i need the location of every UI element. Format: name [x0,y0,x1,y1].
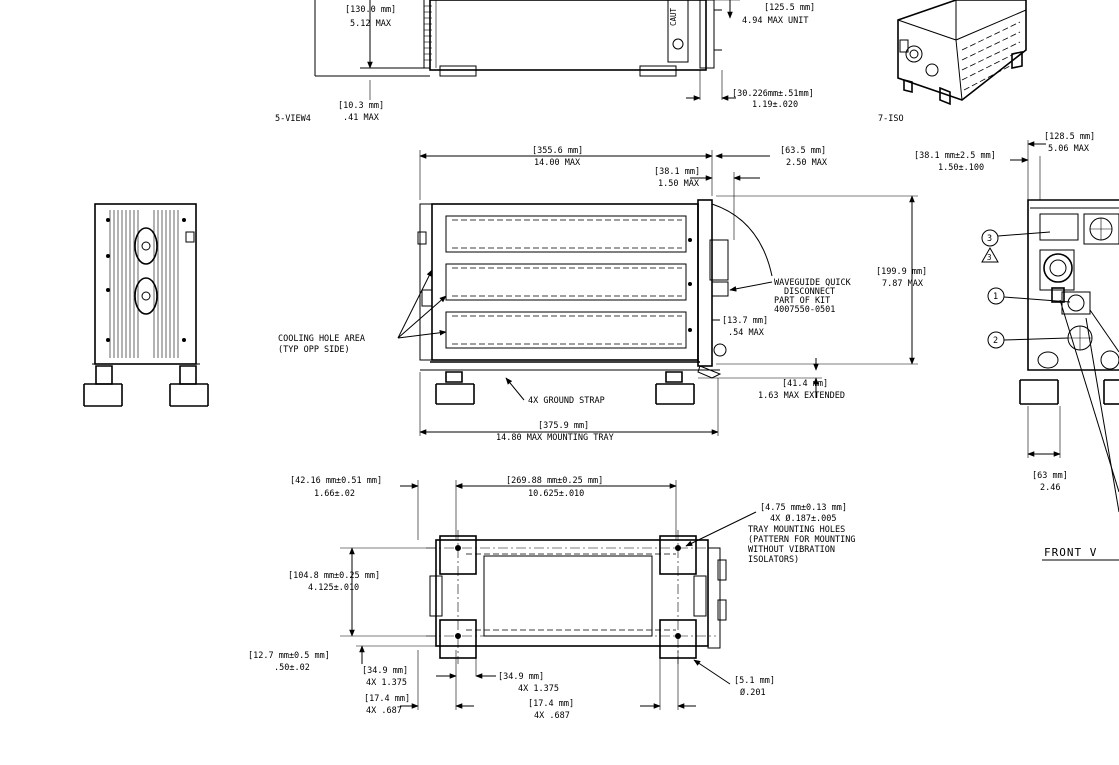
dim-7-87-max: 7.87 MAX [882,279,924,289]
dim-0-187-dia: 4X Ø.187±.005 [770,513,837,524]
note-tray-3: WITHOUT VIBRATION [748,545,835,555]
dim-0-687-left: 4X .687 [366,706,402,716]
dim-0-201-dia: Ø.201 [740,687,766,698]
end-view-fins [109,210,179,358]
note-ground-strap: 4X GROUND STRAP [528,396,605,406]
note-cooling-2: (TYP OPP SIDE) [278,345,350,355]
dim-10-3mm: [10.3 mm] [338,101,384,111]
dim-63mm: [63 mm] [1032,471,1068,481]
dim-34-9mm-left: [34.9 mm] [362,666,408,676]
caution-label: CAUT [669,7,678,26]
dim-0-41-max: .41 MAX [343,113,380,123]
dim-0-54-max: .54 MAX [728,328,765,338]
dim-0-687-right: 4X .687 [534,711,570,721]
balloon-2: 2 [993,336,998,346]
dim-5-1mm: [5.1 mm] [734,676,775,686]
dim-38-1mm-front: [38.1 mm±2.5 mm] [914,151,996,161]
note-tray-2: (PATTERN FOR MOUNTING [748,535,855,545]
balloon-3: 3 [987,234,992,244]
vent-hole-rows [452,219,682,345]
dim-5-06-max: 5.06 MAX [1048,144,1090,154]
dim-1-63-max-extended: 1.63 MAX EXTENDED [758,391,845,401]
end-view-left [83,203,209,407]
dim-128-5mm: [128.5 mm] [1044,132,1095,142]
dim-1-19: 1.19±.020 [752,100,798,110]
iso-view-label: 7-ISO [878,114,904,124]
top-view: [130.0 mm] 5.12 MAX [10.3 mm] .41 MAX 5-… [275,0,815,124]
dim-2-46: 2.46 [1040,483,1060,493]
dim-199-9mm: [199.9 mm] [876,267,927,277]
dim-1-50-front: 1.50±.100 [938,163,984,173]
dim-12-7mm: [12.7 mm±0.5 mm] [248,651,330,661]
note-cooling-1: COOLING HOLE AREA [278,334,365,344]
note-tray-1: TRAY MOUNTING HOLES [748,525,845,535]
dim-34-9mm-right: [34.9 mm] [498,672,544,682]
dim-17-4mm-left: [17.4 mm] [364,694,410,704]
note-tray-4: ISOLATORS) [748,555,799,565]
dim-2-50-max: 2.50 MAX [786,158,828,168]
dim-4-94-max-unit: 4.94 MAX UNIT [742,16,809,26]
iso-vent-dashes [961,21,1021,91]
note-waveguide-4: 4007550-0501 [774,305,835,315]
dim-0-50: .50±.02 [274,663,310,673]
dim-13-7mm: [13.7 mm] [722,316,768,326]
dim-14-80-max-mounting-tray: 14.80 MAX MOUNTING TRAY [496,433,614,443]
dim-355-6mm: [355.6 mm] [532,146,583,156]
dim-38-1mm: [38.1 mm] [654,167,700,177]
view-label-5: 5-VIEW4 [275,114,311,124]
front-view: [38.1 mm±2.5 mm] 1.50±.100 [128.5 mm] 5.… [914,132,1119,561]
dim-1-375-right: 4X 1.375 [518,684,559,694]
flag-3: 3 [987,253,992,262]
dim-375-9mm: [375.9 mm] [538,421,589,431]
iso-view: 7-ISO [878,0,1027,124]
note-waveguide-2: DISCONNECT [784,287,835,297]
balloon-1: 1 [993,292,998,302]
dim-125-5mm: [125.5 mm] [764,3,815,13]
front-view-title: FRONT V [1044,546,1097,559]
dim-4-75mm: [4.75 mm±0.13 mm] [760,503,847,513]
dim-14-00-max: 14.00 MAX [534,158,581,168]
dim-1-375-left: 4X 1.375 [366,678,407,688]
dim-5-12-max: 5.12 MAX [350,19,392,29]
dim-4-125: 4.125±.010 [308,583,359,593]
dim-41-4mm: [41.4 mm] [782,379,828,389]
fin-ticks [424,5,432,61]
bottom-view: [42.16 mm±0.51 mm] 1.66±.02 [269.88 mm±0… [248,476,855,721]
dim-10-625: 10.625±.010 [528,489,584,499]
side-view: [355.6 mm] 14.00 MAX [38.1 mm] 1.50 MAX … [278,146,927,443]
dim-17-4mm-right: [17.4 mm] [528,699,574,709]
note-waveguide-1: WAVEGUIDE QUICK [774,278,852,288]
dim-269-88mm: [269.88 mm±0.25 mm] [506,476,603,486]
dim-30-226mm: [30.226mm±.51mm] [732,89,814,99]
dim-42-16mm: [42.16 mm±0.51 mm] [290,476,382,486]
dim-1-50-max: 1.50 MAX [658,179,700,189]
note-waveguide-3: PART OF KIT [774,296,830,306]
dim-130mm: [130.0 mm] [345,5,396,15]
dim-1-66: 1.66±.02 [314,489,355,499]
dim-63-5mm: [63.5 mm] [780,146,826,156]
dim-104-8mm: [104.8 mm±0.25 mm] [288,571,380,581]
